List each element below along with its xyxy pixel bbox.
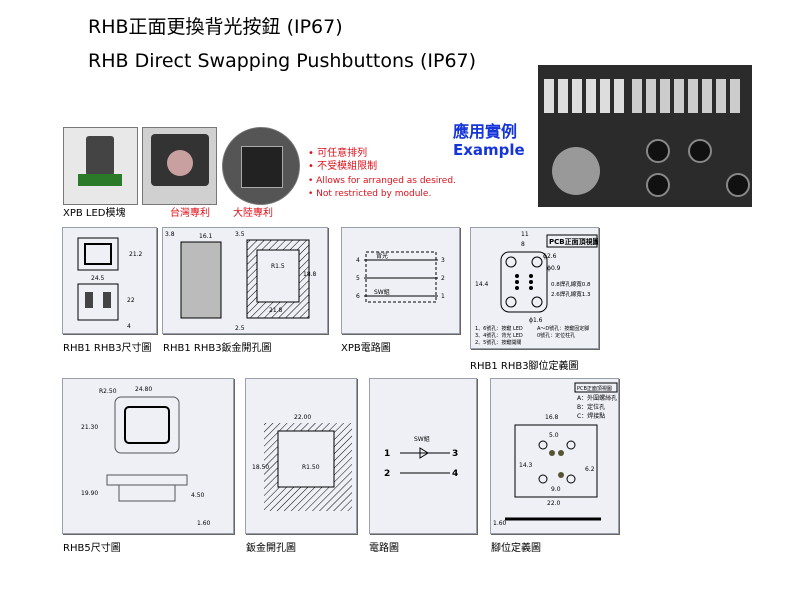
caption-xpb-circuit: XPB電路圖 — [341, 343, 391, 354]
example-title-en: Example — [453, 141, 525, 159]
dim-label: 14.3 — [519, 462, 533, 469]
pin-label: 3 — [441, 257, 445, 264]
title-zh: RHB正面更換背光按鈕 (IP67) — [88, 16, 343, 38]
title-en: RHB Direct Swapping Pushbuttons (IP67) — [88, 50, 477, 72]
bullet: • 可任意排列 — [308, 148, 368, 159]
caption-rhb13-pin: RHB1 RHB3腳位定義圖 — [470, 361, 579, 372]
caption-rhb5-dimension: RHB5尺寸圖 — [63, 543, 121, 554]
rhb5-circuit-drawing: SW組 1 3 2 4 — [369, 378, 477, 534]
dim-label: 16.8 — [545, 414, 559, 421]
dim-label: 22.00 — [294, 414, 311, 421]
circuit-label: SW組 — [374, 288, 390, 296]
dim-label: 3.8 — [165, 231, 175, 238]
dim-label: 21.8 — [269, 307, 283, 314]
pin-label: 1 — [441, 293, 445, 300]
dim-label: 5.0 — [549, 432, 559, 439]
note: 2.6焊孔線寬1.3 — [551, 290, 591, 298]
note: 0號孔：定位柱孔 — [537, 332, 575, 339]
dim-label: R2.50 — [99, 388, 117, 395]
pin-label: 1 — [384, 449, 390, 459]
pin-label: 4 — [356, 257, 360, 264]
dim-label: 21.30 — [81, 424, 98, 431]
pin-label: 2 — [441, 275, 445, 282]
pcb-view-label: PCB正面頂視圖 — [577, 385, 612, 392]
bullet: • Allows for arranged as desired. — [308, 176, 456, 186]
caption-china-patent: 大陸專利 — [233, 208, 273, 219]
dim-label: 11 — [521, 231, 529, 238]
led-module-photo — [63, 127, 138, 205]
xpb-circuit-drawing: 4 5 6 3 2 1 背光 SW組 — [341, 227, 460, 334]
circuit-label: 背光 — [376, 252, 388, 260]
dim-label: 4 — [127, 323, 131, 330]
rhb5-cutout-drawing: 22.00 18.50 R1.50 — [245, 378, 357, 534]
pin-label: 6 — [356, 293, 360, 300]
dim-label: 19.90 — [81, 490, 98, 497]
bullet: • 不受模組限制 — [308, 161, 378, 172]
dim-label: 21.2 — [129, 251, 143, 258]
legend-a: A：外圍螺絲孔 — [577, 394, 617, 402]
example-title-zh: 應用實例 — [453, 122, 518, 141]
pin-label: 2 — [384, 469, 390, 479]
rhb13-dimension-drawing: 21.2 24.5 22 4 — [62, 227, 157, 334]
caption-rhb5-circuit: 電路圖 — [369, 543, 399, 554]
dim-label: ϕ1.6 — [529, 317, 543, 324]
legend-c: C：焊接點 — [577, 412, 605, 420]
dim-label: 1.60 — [493, 520, 507, 527]
caption-rhb5-cutout: 鈑金開孔圖 — [246, 543, 296, 554]
dim-label: 8 — [521, 241, 525, 248]
dim-label: 2.5 — [235, 325, 245, 332]
dim-label: 6.2 — [585, 466, 595, 473]
dim-label: 4.50 — [191, 492, 205, 499]
note: A～D號孔：按鍵固定腳 — [537, 325, 589, 332]
dim-label: 22.0 — [547, 500, 561, 507]
dim-label: R1.5 — [271, 263, 285, 270]
rhb13-pin-drawing: 11 8 ϕ2.6 ϕ0.9 14.4 ϕ1.6 PCB正面頂視圖 0.8焊孔線… — [470, 227, 599, 349]
dim-label: 3.5 — [235, 231, 245, 238]
dim-label: 18.8 — [303, 271, 317, 278]
bullet: • Not restricted by module. — [308, 189, 432, 199]
rhb5-dimension-drawing: 24.80 R2.50 21.30 19.90 4.50 1.60 — [62, 378, 234, 534]
note: 1、6號孔：按鍵 LED — [475, 325, 523, 332]
rhb5-pin-drawing: PCB正面頂視圖 A：外圍螺絲孔 B：定位孔 C：焊接點 16.8 5.0 14… — [490, 378, 619, 534]
note: 0.8焊孔線寬0.8 — [551, 280, 591, 288]
dim-label: 24.80 — [135, 386, 152, 393]
note: 2、5號孔：按鍵開關 — [475, 339, 521, 346]
dim-label: 22 — [127, 297, 135, 304]
dim-label: 18.50 — [252, 464, 269, 471]
circuit-label: SW組 — [414, 435, 430, 443]
dim-label: 14.4 — [475, 281, 489, 288]
rhb13-cutout-drawing: 3.8 16.1 3.5 R1.5 18.8 21.8 2.5 — [162, 227, 328, 334]
pin-label: 3 — [452, 449, 458, 459]
dim-label: 24.5 — [91, 275, 105, 282]
caption-rhb5-pin: 腳位定義圖 — [491, 543, 541, 554]
caption-rhb13-dimension: RHB1 RHB3尺寸圖 — [63, 343, 152, 354]
dim-label: 1.60 — [197, 520, 211, 527]
pin-label: 4 — [452, 469, 458, 479]
taiwan-patent-photo — [142, 127, 217, 205]
legend-b: B：定位孔 — [577, 403, 605, 411]
dim-label: 16.1 — [199, 233, 213, 240]
caption-rhb13-cutout: RHB1 RHB3鈑金開孔圖 — [163, 343, 272, 354]
dim-label: ϕ0.9 — [547, 265, 561, 272]
dim-label: 9.0 — [551, 486, 561, 493]
caption-led-module: XPB LED模塊 — [63, 208, 126, 219]
note: 3、4號孔：背光 LED — [475, 332, 523, 339]
pin-label: 5 — [356, 275, 360, 282]
pcb-view-label: PCB正面頂視圖 — [549, 237, 598, 246]
dim-label: ϕ2.6 — [543, 253, 557, 260]
dim-label: R1.50 — [302, 464, 320, 471]
caption-taiwan-patent: 台灣專利 — [170, 208, 210, 219]
china-patent-photo — [222, 127, 300, 205]
example-panel-photo — [538, 65, 752, 207]
